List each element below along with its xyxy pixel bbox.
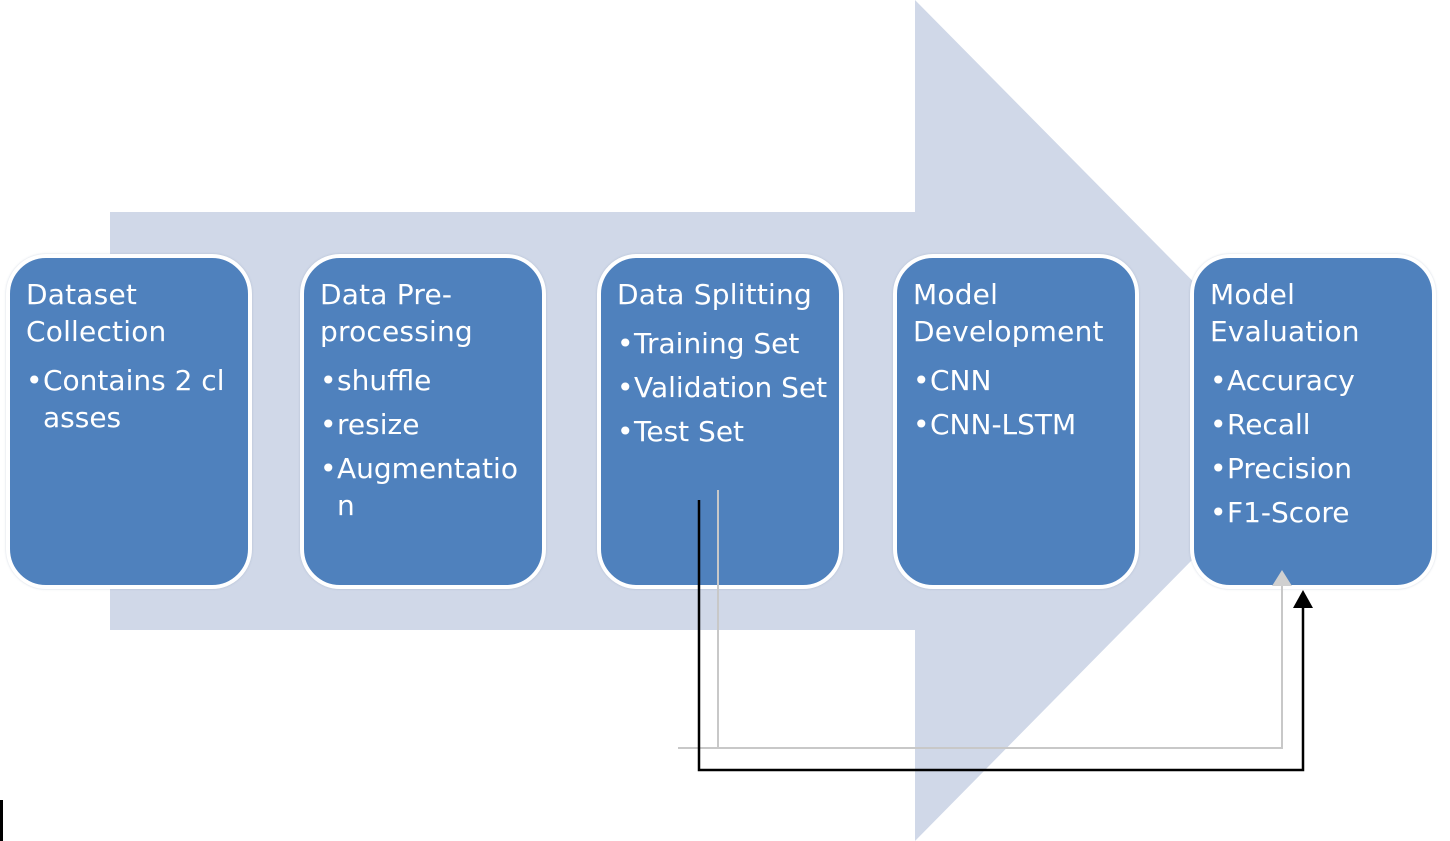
edge-mark: [0, 800, 3, 841]
bullet-icon: •: [913, 364, 930, 397]
step-title: Data Splitting: [617, 278, 812, 311]
step-item: •Precision: [1210, 452, 1352, 485]
step-item: •Augmentation: [320, 452, 518, 522]
bullet-icon: •: [617, 371, 634, 404]
step-items: •Training Set •Validation Set •Test Set: [617, 325, 829, 450]
bullet-icon: •: [320, 364, 337, 397]
bullet-icon: •: [320, 452, 337, 485]
step-item: •Contains 2 classes: [26, 364, 225, 434]
step-box-dataset-collection: Dataset Collection •Contains 2 classes: [6, 254, 252, 589]
step-items: •Accuracy •Recall •Precision •F1-Score: [1210, 362, 1422, 531]
step-item: •Validation Set: [617, 371, 828, 404]
step-item: •CNN-LSTM: [913, 408, 1077, 441]
step-title: Model Development: [913, 278, 1104, 348]
step-box-model-development: Model Development •CNN •CNN-LSTM: [893, 254, 1139, 589]
step-title: Dataset Collection: [26, 278, 167, 348]
bullet-icon: •: [1210, 364, 1227, 397]
bullet-icon: •: [617, 327, 634, 360]
step-box-data-splitting: Data Splitting •Training Set •Validation…: [597, 254, 843, 589]
bullet-icon: •: [913, 408, 930, 441]
step-box-data-preprocessing: Data Pre-processing •shuffle •resize •Au…: [300, 254, 546, 589]
step-item: •CNN: [913, 364, 992, 397]
step-item: •Accuracy: [1210, 364, 1355, 397]
step-items: •CNN •CNN-LSTM: [913, 362, 1125, 443]
step-item: •shuffle: [320, 364, 432, 397]
step-item: •Training Set: [617, 327, 800, 360]
step-item: •Test Set: [617, 415, 745, 448]
bullet-icon: •: [1210, 496, 1227, 529]
step-item: •resize: [320, 408, 420, 441]
step-item: •F1-Score: [1210, 496, 1350, 529]
bullet-icon: •: [1210, 452, 1227, 485]
step-title: Data Pre-processing: [320, 278, 473, 348]
step-items: •Contains 2 classes: [26, 362, 238, 436]
bullet-icon: •: [320, 408, 337, 441]
bullet-icon: •: [1210, 408, 1227, 441]
step-item: •Recall: [1210, 408, 1311, 441]
bullet-icon: •: [617, 415, 634, 448]
step-items: •shuffle •resize •Augmentation: [320, 362, 532, 524]
bullet-icon: •: [26, 364, 43, 397]
step-box-model-evaluation: Model Evaluation •Accuracy •Recall •Prec…: [1190, 254, 1436, 589]
step-title: Model Evaluation: [1210, 278, 1360, 348]
